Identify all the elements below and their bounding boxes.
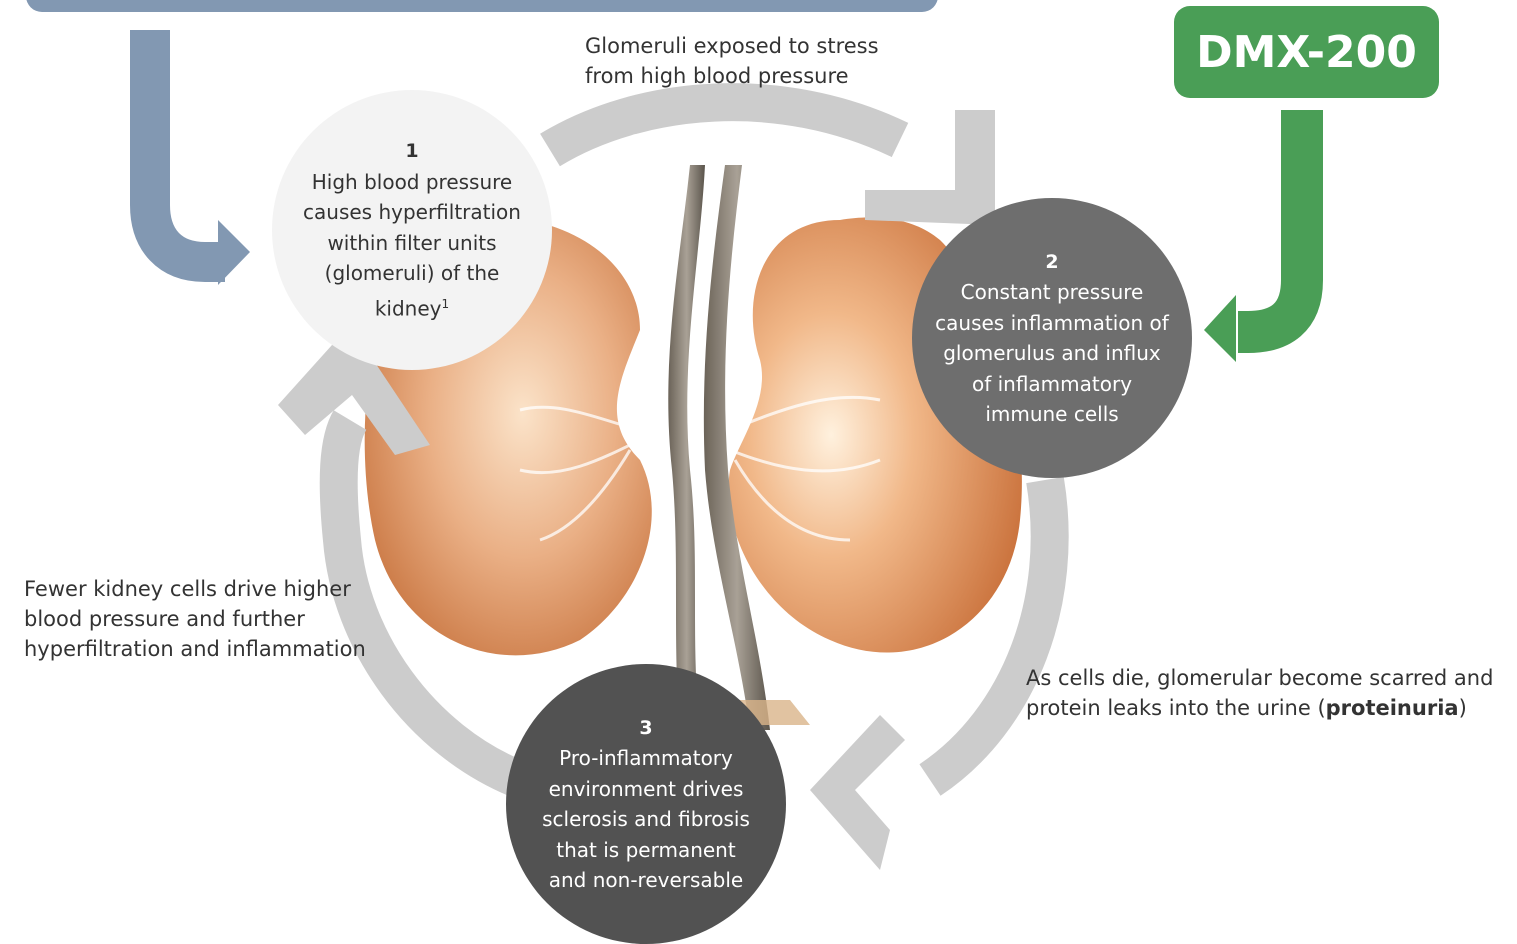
- arrow-1-to-2-shaft: [550, 102, 900, 150]
- label-proteinuria-close: ): [1459, 696, 1467, 720]
- step-2-line-2: causes inflammation of: [935, 308, 1169, 339]
- label-feedback-line-2: blood pressure and further: [24, 604, 366, 634]
- step-1-last-word: kidney: [375, 296, 442, 320]
- label-stress: Glomeruli exposed to stress from high bl…: [585, 31, 879, 91]
- step-3-line-3: sclerosis and fibrosis: [542, 804, 750, 835]
- step-3-circle: 3 Pro-inflammatory environment drives sc…: [506, 664, 786, 944]
- drug-name: DMX-200: [1196, 27, 1417, 78]
- top-banner-bar: [26, 0, 938, 12]
- drug-badge: DMX-200: [1174, 6, 1439, 98]
- label-feedback-line-1: Fewer kidney cells drive higher: [24, 574, 366, 604]
- step-1-line-1: High blood pressure: [312, 167, 513, 198]
- label-proteinuria-bold: proteinuria: [1326, 696, 1459, 720]
- step-1-line-4: (glomeruli) of the: [325, 258, 500, 289]
- label-stress-line-2: from high blood pressure: [585, 61, 879, 91]
- label-stress-line-1: Glomeruli exposed to stress: [585, 31, 879, 61]
- step-3-number: 3: [639, 713, 652, 744]
- step-3-line-1: Pro-inflammatory: [559, 743, 733, 774]
- step-3-line-2: environment drives: [549, 774, 744, 805]
- step-3-line-4: that is permanent: [556, 835, 735, 866]
- step-1-line-2: causes hyperfiltration: [303, 197, 521, 228]
- step-2-line-4: of inflammatory: [972, 369, 1132, 400]
- step-1-line-3: within filter units: [327, 228, 496, 259]
- step-1-footnote: 1: [442, 297, 450, 311]
- step-1-number: 1: [405, 136, 418, 167]
- step-2-number: 2: [1045, 247, 1058, 278]
- label-feedback-line-3: hyperfiltration and inflammation: [24, 634, 366, 664]
- step-2-line-1: Constant pressure: [961, 277, 1144, 308]
- label-proteinuria-line-1: As cells die, glomerular become scarred …: [1026, 663, 1493, 693]
- step-2-line-3: glomerulus and influx: [943, 338, 1161, 369]
- drug-arrow: [1204, 110, 1302, 362]
- step-1-line-5: kidney1: [375, 289, 449, 324]
- label-proteinuria: As cells die, glomerular become scarred …: [1026, 663, 1493, 723]
- label-proteinuria-text: protein leaks into the urine (: [1026, 696, 1326, 720]
- label-proteinuria-line-2: protein leaks into the urine (proteinuri…: [1026, 693, 1493, 723]
- step-2-line-5: immune cells: [985, 399, 1118, 430]
- step-3-line-5: and non-reversable: [549, 865, 743, 896]
- step-1-circle: 1 High blood pressure causes hyperfiltra…: [272, 90, 552, 370]
- input-arrow: [150, 30, 250, 285]
- step-2-circle: 2 Constant pressure causes inflammation …: [912, 198, 1192, 478]
- arrow-2-to-3-head: [810, 715, 905, 870]
- vessel-left: [668, 165, 705, 730]
- label-feedback: Fewer kidney cells drive higher blood pr…: [24, 574, 366, 664]
